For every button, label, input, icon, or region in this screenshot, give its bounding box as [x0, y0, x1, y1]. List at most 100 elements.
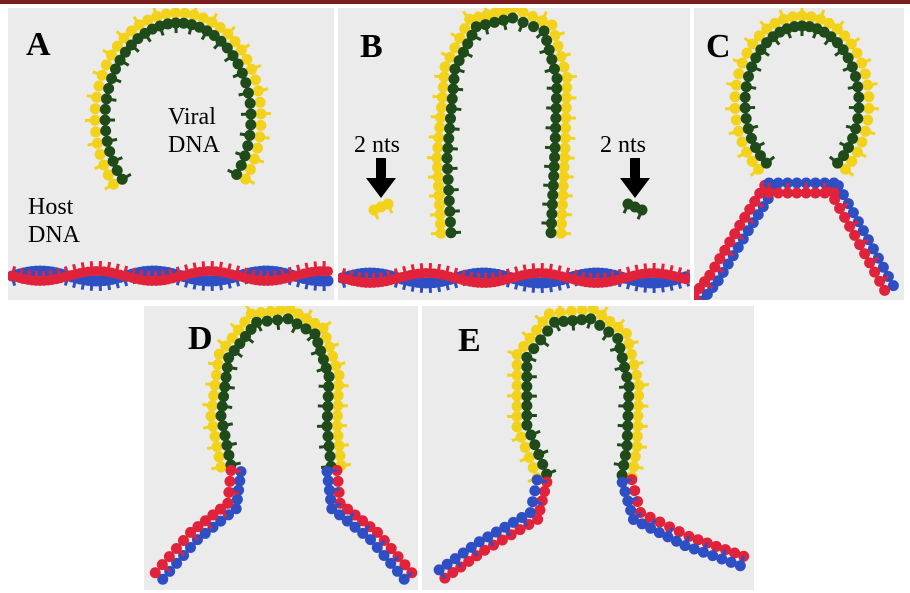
- viral-dna-c-strand-a-bead: [860, 126, 871, 137]
- two-nts-label-right: 2 nts: [600, 132, 646, 160]
- viral-dna-b-strand-a-bead: [557, 199, 568, 210]
- viral-dna-a-strand-b-bead: [108, 156, 119, 167]
- viral-dna-b-strand-a-bead: [434, 199, 445, 210]
- viral-dna-a-strand-b-bead: [101, 93, 112, 104]
- viral-dna-b-strand-a-bead: [440, 61, 451, 72]
- viral-dna-b-strand-a-bead: [432, 162, 443, 173]
- panel-label-a: A: [26, 28, 51, 62]
- viral-dna-d-strand-b-bead: [223, 450, 234, 461]
- viral-dna-b-strand-a-bead: [558, 180, 569, 191]
- host-dna-d-right-blue-bead: [324, 485, 335, 496]
- viral-dna-d-strand-a-bead: [333, 370, 344, 381]
- viral-dna-b-strand-b-bead: [549, 63, 560, 74]
- viral-dna-e-strand-a-bead: [631, 370, 642, 381]
- host-dna-e-right-red-bead: [654, 517, 665, 528]
- viral-dna-b-strand-b-bead: [443, 185, 454, 196]
- viral-dna-e-strand-b-bead: [585, 313, 596, 324]
- viral-dna-a-strand-b-bead: [239, 150, 250, 161]
- host-dna-e-right-red-bead: [674, 526, 685, 537]
- viral-dna-e-strand-a-bead: [632, 421, 643, 432]
- viral-dna-d-strand-a-bead: [331, 420, 342, 431]
- viral-dna-d-strand-b-bead: [215, 410, 226, 421]
- viral-dna-b-strand-b-bead: [548, 171, 559, 182]
- viral-dna-b-strand-a-bead: [561, 72, 572, 83]
- viral-dna-d-strand-a-bead: [333, 440, 344, 451]
- viral-dna-b-strand-b-bead: [442, 163, 453, 174]
- viral-dna-e-strand-a-bead: [520, 442, 531, 453]
- viral-dna-e-strand-a-bead: [512, 421, 523, 432]
- host-dna-e-left-red-bead: [539, 486, 550, 497]
- viral-dna-e-strand-a-bead: [512, 390, 523, 401]
- viral-dna-e-strand-a-bead: [516, 432, 527, 443]
- host-dna-e-right-red-bead: [629, 485, 640, 496]
- viral-dna-b-strand-a-bead: [559, 162, 570, 173]
- viral-dna-c-strand-a-bead: [860, 68, 871, 79]
- viral-dna-e-strand-b-bead: [619, 362, 630, 373]
- viral-dna-a-strand-b-bead: [244, 130, 255, 141]
- viral-dna-d-strand-a-bead: [333, 390, 344, 401]
- viral-dna-c-strand-b-bead: [740, 102, 751, 113]
- viral-dna-d-strand-a-bead: [265, 306, 276, 317]
- viral-dna-d-strand-a-bead: [333, 380, 344, 391]
- viral-dna-a-strand-b-bead: [243, 87, 254, 98]
- down-arrow-icon-right: [620, 158, 650, 198]
- viral-dna-e-strand-b-bead: [612, 333, 623, 344]
- viral-dna-b-strand-b-bead: [444, 123, 455, 134]
- viral-dna-b-strand-a-bead: [559, 152, 570, 163]
- viral-dna-d-strand-b-bead: [218, 391, 229, 402]
- host-dna-label: Host DNA: [28, 194, 80, 249]
- viral-dna-a-strand-a-bead: [90, 115, 101, 126]
- viral-dna-a-strand-a-bead: [179, 8, 190, 19]
- viral-dna-a-strand-a-bead: [91, 92, 102, 103]
- viral-dna-b-strand-b-bead: [448, 83, 459, 94]
- viral-dna-c-strand-a-bead: [730, 103, 741, 114]
- viral-dna-b-strand-a-bead: [561, 102, 572, 113]
- viral-dna-b-strand-a-bead: [517, 8, 528, 18]
- host-dna-d-left-blue-bead: [234, 475, 245, 486]
- viral-dna-c-strand-b-bead: [853, 102, 864, 113]
- viral-dna-a-strand-a-bead: [92, 138, 103, 149]
- panel-d: D: [144, 306, 418, 590]
- panel-b: B 2 nts 2 nts: [338, 8, 690, 300]
- viral-dna-d-strand-a-bead: [208, 421, 219, 432]
- viral-dna-b-strand-a-bead: [560, 122, 571, 133]
- free-nucleotide-left-bead: [383, 199, 394, 210]
- viral-dna-b-strand-a-bead: [436, 228, 447, 239]
- viral-dna-b-strand-a-bead: [435, 112, 446, 123]
- viral-dna-d-strand-a-bead: [330, 360, 341, 371]
- host-dna-d-left-blue-bead: [232, 494, 243, 505]
- viral-dna-d-strand-a-bead: [206, 411, 217, 422]
- viral-dna-d-strand-a-bead: [212, 441, 223, 452]
- viral-dna-b-strand-b-bead: [518, 17, 529, 28]
- viral-dna-d-strand-a-bead: [207, 400, 218, 411]
- viral-dna-c-strand-a-bead: [797, 11, 808, 22]
- host-dna-d-left-red-bead: [224, 476, 235, 487]
- viral-dna-b-strand-a-bead: [438, 82, 449, 93]
- viral-dna-a-strand-a-bead: [253, 85, 264, 96]
- viral-dna-c-strand-b-bead: [852, 113, 863, 124]
- viral-dna-a-strand-b-bead: [240, 77, 251, 88]
- panel-label-d: D: [188, 322, 213, 356]
- viral-dna-d-strand-b-bead: [217, 401, 228, 412]
- viral-dna-e-strand-b-bead: [623, 411, 634, 422]
- host-dna-d-right-blue-bead: [322, 466, 333, 477]
- viral-dna-e-strand-b-bead: [621, 371, 632, 382]
- viral-dna-e-strand-a-bead: [628, 461, 639, 472]
- host-dna-d-right-blue-bead: [325, 494, 336, 505]
- viral-dna-e-strand-b-bead: [537, 459, 548, 470]
- viral-dna-a-strand-a-bead: [93, 81, 104, 92]
- viral-dna-a-strand-b-bead: [237, 68, 248, 79]
- host-dna-d-left-red-bead: [223, 487, 234, 498]
- viral-dna-d-strand-a-bead: [211, 369, 222, 380]
- viral-dna-e-strand-b-bead: [623, 401, 634, 412]
- viral-dna-e-strand-b-bead: [542, 326, 553, 337]
- viral-dna-e-strand-a-bead: [512, 359, 523, 370]
- panel-label-b: B: [360, 30, 383, 64]
- viral-dna-a-strand-b-bead: [245, 109, 256, 120]
- viral-dna-e-strand-b-bead: [521, 362, 532, 373]
- down-arrow-icon-left: [366, 158, 396, 198]
- viral-dna-b-strand-b-bead: [444, 195, 455, 206]
- viral-dna-b-strand-b-bead: [548, 180, 559, 191]
- viral-dna-a-strand-a-bead: [151, 11, 162, 22]
- panel-c: C: [694, 8, 904, 300]
